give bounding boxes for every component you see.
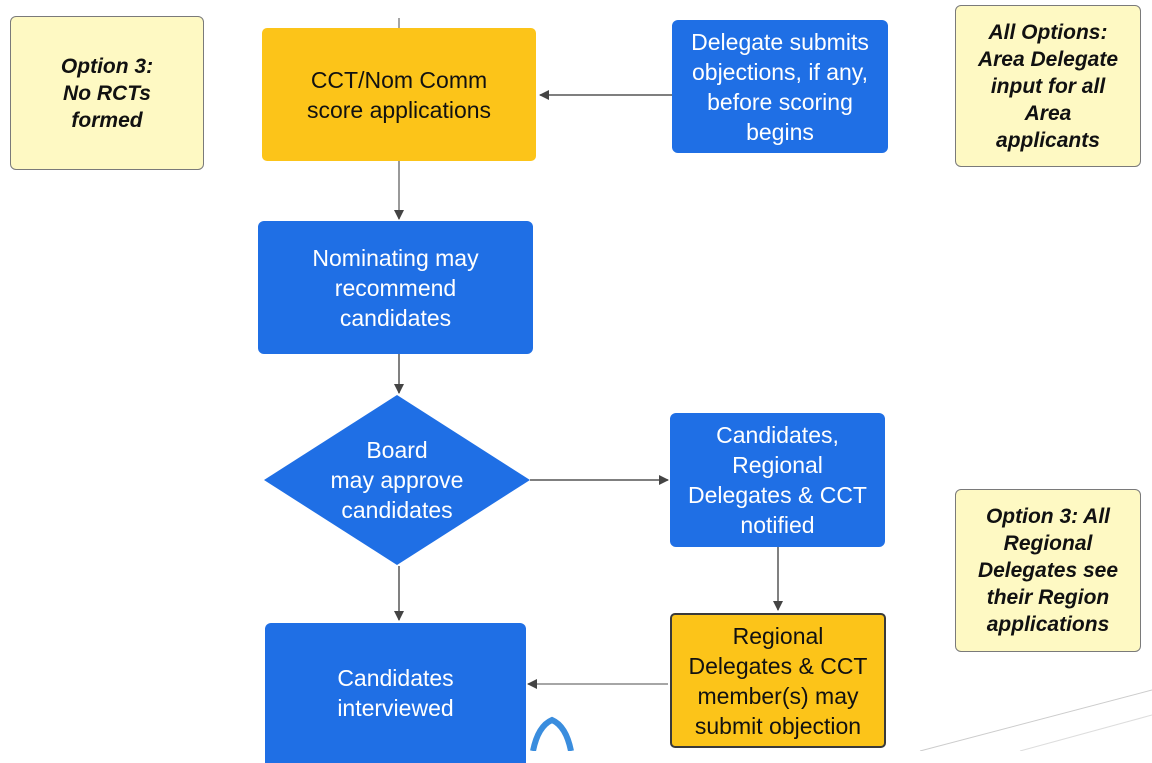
nominating-recommend-box: Nominating may recommend candidates (258, 221, 533, 354)
decorative-line (1019, 714, 1152, 751)
note-all-options: All Options: Area Delegate input for all… (955, 5, 1141, 167)
note-option3-no-rcts: Option 3: No RCTs formed (10, 16, 204, 170)
candidates-interviewed-box: Candidates interviewed (265, 623, 526, 763)
note-option3-regional: Option 3: All Regional Delegates see the… (955, 489, 1141, 652)
regional-objection-box: Regional Delegates & CCT member(s) may s… (670, 613, 886, 748)
delegate-submits-box: Delegate submits objections, if any, bef… (672, 20, 888, 153)
board-approve-label: Board may approve candidates (330, 437, 464, 523)
decorative-line (919, 689, 1152, 751)
board-decision-diamond (264, 395, 530, 565)
logo-fragment (530, 716, 574, 751)
candidates-notified-box: Candidates, Regional Delegates & CCT not… (670, 413, 885, 547)
score-applications-box: CCT/Nom Comm score applications (262, 28, 536, 161)
